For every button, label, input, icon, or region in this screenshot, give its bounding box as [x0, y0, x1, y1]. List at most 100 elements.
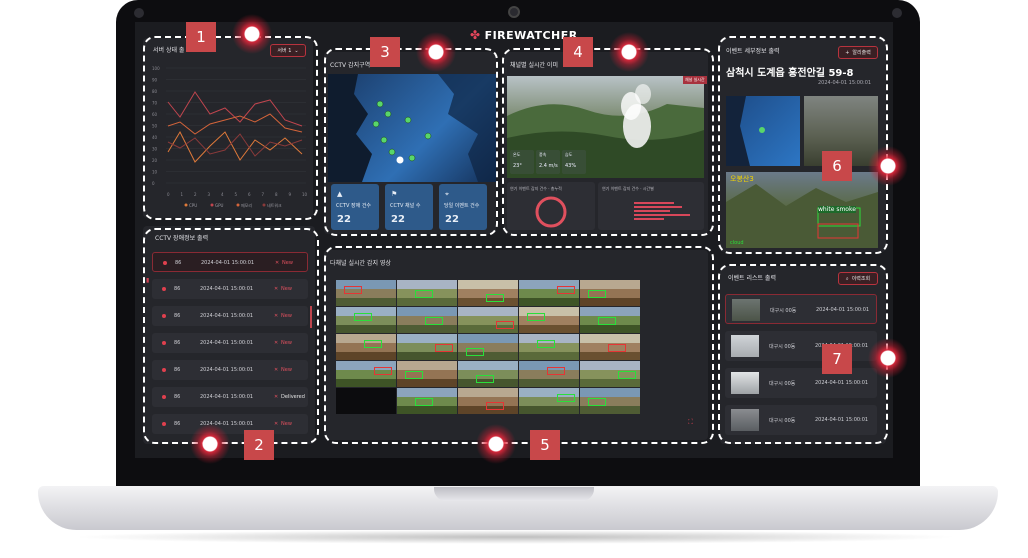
video-tile[interactable]	[397, 334, 457, 360]
video-tile[interactable]	[580, 388, 640, 414]
failure-id: 86	[174, 367, 181, 373]
video-tile[interactable]	[458, 334, 518, 360]
detection-box	[415, 290, 433, 298]
cctv-marker	[376, 100, 384, 108]
close-icon[interactable]: ✕	[274, 394, 279, 400]
video-tile[interactable]	[580, 280, 640, 306]
detection-box	[405, 371, 423, 379]
history-button[interactable]: ⌕ 이력조회	[838, 272, 878, 285]
event-time: 2024-04-01 15:00:01	[818, 80, 872, 86]
close-icon[interactable]: ✕	[274, 313, 279, 319]
event-detection-image[interactable]: 오봉산3 white smoke cloud	[726, 172, 878, 248]
video-tile[interactable]	[397, 280, 457, 306]
status-dot	[163, 261, 167, 265]
video-tile[interactable]	[458, 361, 518, 387]
close-icon[interactable]: ✕	[274, 340, 279, 346]
x-tick-label: 0	[167, 192, 170, 197]
legend-label: 메모리	[241, 202, 252, 208]
video-tile[interactable]	[519, 334, 579, 360]
fullscreen-icon[interactable]: ⛶	[688, 418, 693, 426]
event-place: 대구시 00동	[769, 344, 796, 350]
y-tick-label: 30	[152, 147, 158, 152]
weather-label: 습도	[565, 152, 573, 157]
legend-label: 네트워크	[267, 202, 282, 208]
cctv-map[interactable]	[328, 74, 496, 182]
video-tile[interactable]	[580, 334, 640, 360]
cctv-marker	[424, 132, 432, 140]
print-button[interactable]: + 알리출력	[838, 46, 878, 59]
callout-badge-3: 3	[370, 37, 400, 67]
video-tile[interactable]	[336, 307, 396, 333]
event-map-thumb[interactable]	[726, 96, 800, 166]
video-tile[interactable]	[458, 307, 518, 333]
pin-icon: ⌖	[445, 190, 449, 198]
x-tick-label: 2	[194, 192, 197, 197]
video-tile[interactable]	[458, 280, 518, 306]
stat-label: 당일 이벤트 건수	[444, 203, 480, 209]
video-tile[interactable]	[336, 280, 396, 306]
video-tile[interactable]	[580, 307, 640, 333]
server-select-dropdown[interactable]: 서버 1 ⌄	[270, 44, 306, 57]
event-time: 2024-04-01 15:00:01	[815, 417, 869, 423]
video-tile[interactable]	[336, 361, 396, 387]
video-tile[interactable]	[580, 361, 640, 387]
expand-handle-icon[interactable]: ▮	[146, 277, 150, 284]
video-tile[interactable]	[519, 307, 579, 333]
close-icon[interactable]: ✕	[275, 260, 280, 266]
video-tile[interactable]	[336, 388, 396, 414]
event-time: 2024-04-01 15:00:01	[816, 307, 870, 313]
close-icon[interactable]: ✕	[274, 286, 279, 292]
video-tile[interactable]	[519, 280, 579, 306]
x-tick-label: 6	[248, 192, 251, 197]
stat-label: CCTV 채널 수	[390, 203, 421, 209]
video-tile[interactable]	[336, 334, 396, 360]
detection-box	[608, 344, 626, 352]
brand-logo: ✤ FIREWATCHER	[470, 28, 578, 42]
close-icon[interactable]: ✕	[274, 367, 279, 373]
close-icon[interactable]: ✕	[274, 421, 279, 427]
detection-box	[527, 313, 545, 321]
failure-id: 86	[174, 421, 181, 427]
server-status-title: 서버 상태 출	[153, 47, 185, 54]
detection-box	[466, 348, 484, 356]
y-tick-label: 0	[152, 181, 155, 186]
list-scrollbar[interactable]	[310, 306, 312, 328]
video-tile[interactable]	[519, 361, 579, 387]
webcam	[508, 6, 520, 18]
legend-swatch	[210, 203, 214, 207]
detection-box	[364, 340, 382, 348]
failure-time: 2024-04-01 15:00:01	[200, 421, 254, 427]
callout-badge-2: 2	[244, 430, 274, 460]
detection-box	[588, 398, 606, 406]
detection-box	[476, 375, 494, 383]
marker-dot-6	[868, 146, 908, 186]
failure-time: 2024-04-01 15:00:01	[200, 286, 254, 292]
detection-box	[588, 290, 606, 298]
callout-badge-5: 5	[530, 430, 560, 460]
video-tile[interactable]	[519, 388, 579, 414]
hourly-bar	[634, 210, 670, 212]
video-tile[interactable]	[397, 307, 457, 333]
event-place: 대구시 00동	[769, 381, 796, 387]
video-tile[interactable]	[397, 388, 457, 414]
y-tick-label: 70	[152, 101, 158, 106]
event-list-title: 이벤트 리스트 출력	[728, 275, 776, 282]
detection-box	[557, 286, 575, 294]
legend-swatch	[262, 203, 266, 207]
x-tick-label: 3	[208, 192, 211, 197]
video-tile[interactable]	[397, 361, 457, 387]
video-tile[interactable]	[458, 388, 518, 414]
detection-box	[435, 344, 453, 352]
